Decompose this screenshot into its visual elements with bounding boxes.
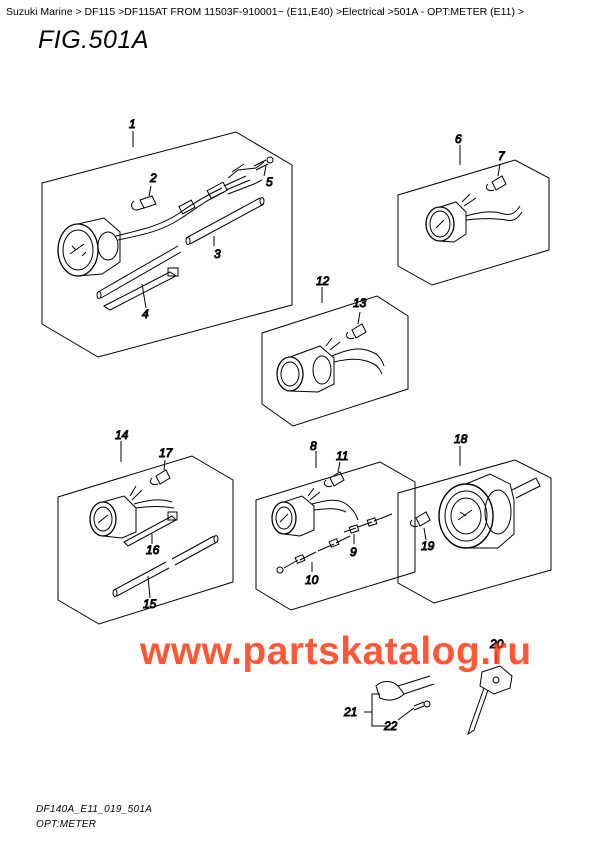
group-frame-12 [261,295,409,427]
callout-8: 8 [310,439,317,453]
gauge-6 [425,201,467,243]
group-frame-18 [397,459,552,604]
screw-5 [253,156,274,171]
bulb-13 [345,323,367,339]
callout-17: 17 [159,446,174,460]
bracket-20 [467,665,513,736]
screw-22 [413,700,431,711]
callout-22: 22 [383,719,398,733]
wire-10 [276,535,351,574]
figure-name: OPT:METER [36,819,97,830]
breadcrumb: Suzuki Marine > DF115 >DF115AT FROM 1150… [6,6,525,18]
wire-9 [343,513,393,534]
cable-tie-16 [123,511,178,547]
callout-15: 15 [143,597,157,611]
bulb-17 [149,469,171,485]
callout-18: 18 [454,432,468,446]
bracket-21 [375,675,435,701]
callout-1: 1 [129,117,136,131]
callout-14: 14 [115,428,129,442]
callout-5: 5 [266,175,273,189]
figure-title: FIG.501A [38,26,149,54]
callout-6: 6 [455,132,462,146]
callout-16: 16 [146,543,160,557]
callout-10: 10 [305,573,319,587]
gauge-1 [57,217,121,277]
tube-3 [185,197,265,245]
callout-11: 11 [336,449,348,463]
callout-13: 13 [353,296,367,310]
watermark: www.partskatalog.ru [140,630,532,673]
callout-9: 9 [350,545,357,559]
gauge-12 [276,345,335,393]
callout-2: 2 [149,171,157,185]
callout-4: 4 [142,307,149,321]
gauge-14 [89,495,137,539]
bulb-2 [131,195,157,211]
tube-3b [96,245,182,299]
group-frame-1 [41,131,293,358]
bulb-7 [485,175,507,191]
callout-3: 3 [214,247,221,261]
group-frame-6 [397,159,550,286]
bulb-19 [409,511,431,527]
group-frame-8 [255,461,416,611]
harness-8 [307,487,359,521]
harness-14 [129,485,175,509]
group-frame-14 [57,455,234,625]
callout-20: 20 [489,637,504,651]
cable-tie-4 [103,267,179,311]
gauge-8 [271,495,315,537]
callout-7: 7 [498,149,506,163]
gauge-18 [438,473,541,549]
bulb-11 [323,471,345,487]
harness-6 [461,193,523,221]
callout-12: 12 [316,274,330,288]
tube-15 [112,535,219,597]
harness-1 [115,161,265,241]
callout-21: 21 [343,705,357,719]
callout-19: 19 [421,539,435,553]
harness-12 [325,337,385,375]
figure-code: DF140A_E11_019_501A [36,804,153,815]
